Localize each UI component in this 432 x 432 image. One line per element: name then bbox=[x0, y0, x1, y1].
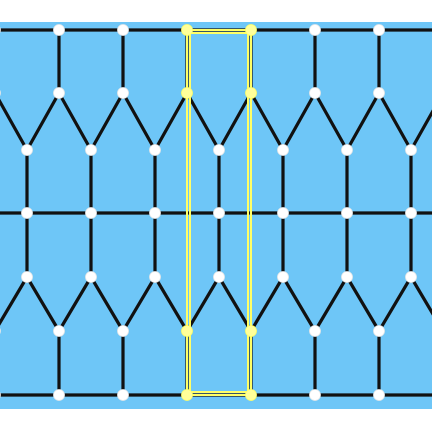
node-layer bbox=[0, 24, 417, 401]
board-node[interactable] bbox=[213, 271, 225, 283]
highlighted-node[interactable] bbox=[181, 325, 193, 337]
board-node[interactable] bbox=[117, 24, 129, 36]
board-node[interactable] bbox=[341, 271, 353, 283]
board-node[interactable] bbox=[405, 207, 417, 219]
board-node[interactable] bbox=[21, 207, 33, 219]
board-node[interactable] bbox=[373, 325, 385, 337]
board-node[interactable] bbox=[0, 25, 1, 36]
diagonal-edge bbox=[89, 275, 125, 333]
diagonal-edge bbox=[281, 275, 317, 333]
highlighted-node[interactable] bbox=[245, 325, 257, 337]
board-node[interactable] bbox=[117, 325, 129, 337]
board-node[interactable] bbox=[149, 271, 161, 283]
diagonal-edge bbox=[249, 91, 285, 152]
board-node[interactable] bbox=[0, 390, 1, 401]
highlighted-node[interactable] bbox=[245, 87, 257, 99]
diagonal-edge bbox=[409, 275, 432, 316]
diagonal-edge bbox=[0, 275, 29, 326]
diagonal-edge bbox=[57, 91, 93, 152]
board-node[interactable] bbox=[85, 271, 97, 283]
highlighted-node[interactable] bbox=[245, 389, 257, 401]
diagonal-edge bbox=[57, 275, 93, 333]
diagonal-edge bbox=[281, 91, 317, 152]
board-node[interactable] bbox=[373, 24, 385, 36]
board-node[interactable] bbox=[85, 144, 97, 156]
diagonal-edge bbox=[345, 91, 381, 152]
board-node[interactable] bbox=[53, 389, 65, 401]
board-node[interactable] bbox=[309, 87, 321, 99]
board-node[interactable] bbox=[405, 144, 417, 156]
board-node[interactable] bbox=[117, 389, 129, 401]
diagonal-edge bbox=[409, 109, 432, 152]
highlighted-node[interactable] bbox=[181, 87, 193, 99]
diagonal-edge bbox=[89, 91, 125, 152]
board-node[interactable] bbox=[277, 207, 289, 219]
board-node[interactable] bbox=[149, 144, 161, 156]
board-node[interactable] bbox=[373, 389, 385, 401]
diagonal-edge bbox=[249, 275, 285, 333]
board-node[interactable] bbox=[309, 325, 321, 337]
highlighted-node[interactable] bbox=[245, 24, 257, 36]
diagonal-edge bbox=[121, 91, 157, 152]
diagonal-edge bbox=[345, 275, 381, 333]
board-node[interactable] bbox=[53, 87, 65, 99]
board-node[interactable] bbox=[85, 207, 97, 219]
diagonal-edge bbox=[185, 275, 221, 333]
board-node[interactable] bbox=[277, 271, 289, 283]
highlighted-node[interactable] bbox=[181, 389, 193, 401]
highlighted-node[interactable] bbox=[181, 24, 193, 36]
diagonal-edge bbox=[313, 275, 349, 333]
board-node[interactable] bbox=[53, 325, 65, 337]
board-node[interactable] bbox=[0, 326, 1, 337]
board-node[interactable] bbox=[213, 144, 225, 156]
board-node[interactable] bbox=[309, 24, 321, 36]
board-node[interactable] bbox=[149, 207, 161, 219]
board-node[interactable] bbox=[277, 144, 289, 156]
board-node[interactable] bbox=[0, 88, 1, 99]
board-node[interactable] bbox=[117, 87, 129, 99]
diagonal-edge bbox=[377, 275, 413, 333]
diagonal-edge bbox=[121, 275, 157, 333]
diagonal-edge bbox=[217, 275, 253, 333]
diagonal-edge bbox=[0, 98, 29, 152]
board-node[interactable] bbox=[405, 271, 417, 283]
board-node[interactable] bbox=[53, 24, 65, 36]
diagonal-edge bbox=[153, 91, 189, 152]
board-node[interactable] bbox=[21, 144, 33, 156]
board-node[interactable] bbox=[341, 207, 353, 219]
board-node[interactable] bbox=[309, 389, 321, 401]
diagonal-edge bbox=[185, 91, 221, 152]
diagonal-edge bbox=[25, 275, 61, 333]
diagonal-edge bbox=[153, 275, 189, 333]
diagonal-edge bbox=[377, 91, 413, 152]
diagonal-edge bbox=[313, 91, 349, 152]
diagonal-edge bbox=[217, 91, 253, 152]
board-node[interactable] bbox=[21, 271, 33, 283]
diagonal-edge bbox=[25, 91, 61, 152]
board-node[interactable] bbox=[373, 87, 385, 99]
board-node[interactable] bbox=[341, 144, 353, 156]
board-node[interactable] bbox=[213, 207, 225, 219]
